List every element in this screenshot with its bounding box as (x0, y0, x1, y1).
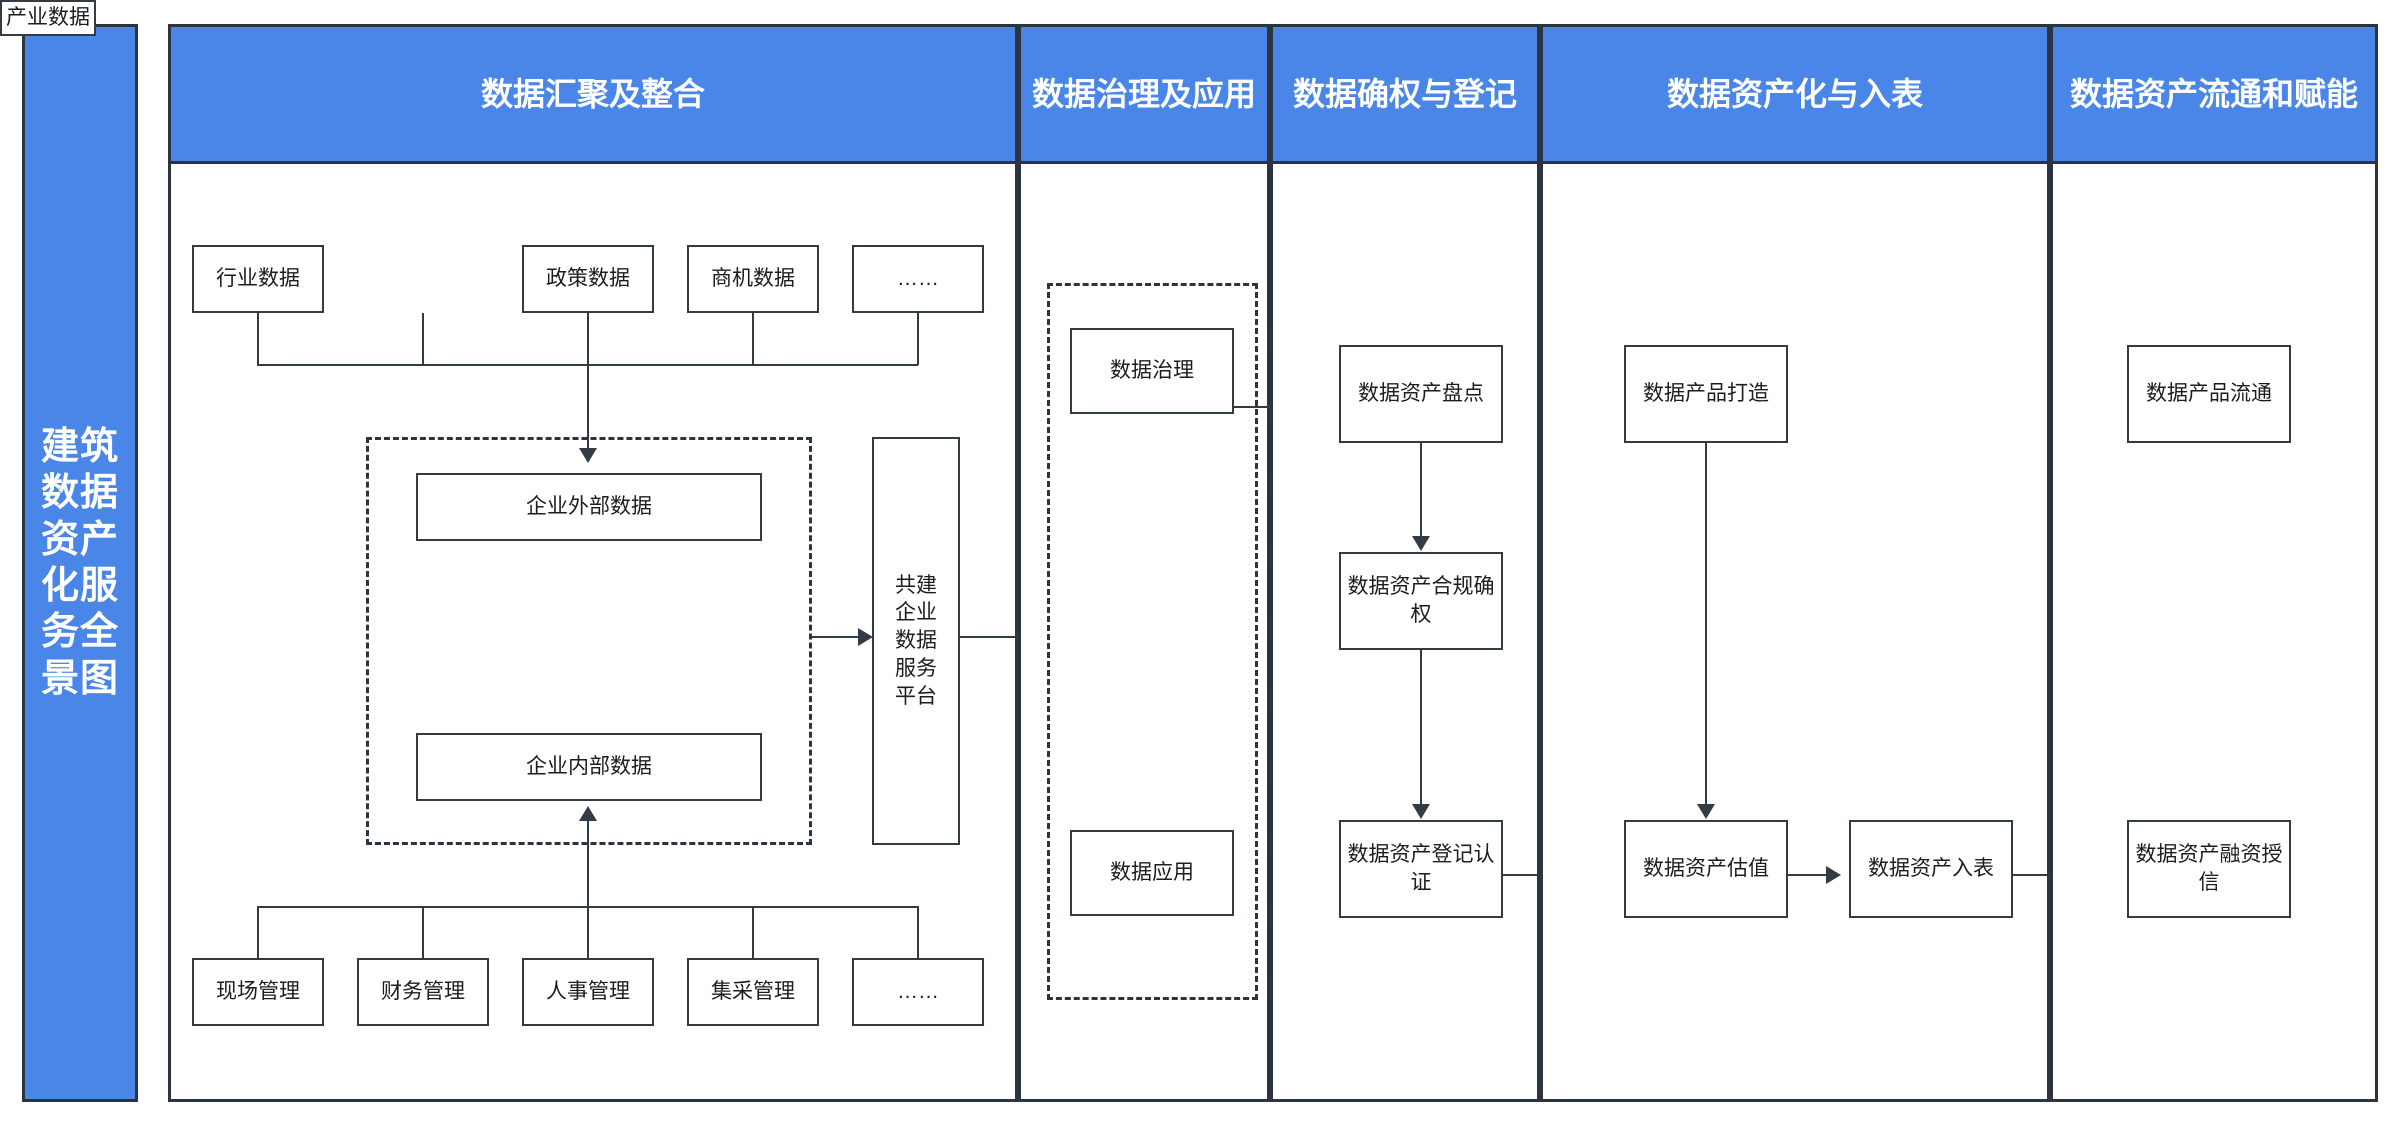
arrowhead-down (1697, 804, 1715, 819)
column-header-governance-label: 数据治理及应用 (1031, 75, 1256, 112)
connector-stub (257, 313, 259, 365)
node-label: 人事管理 (546, 980, 630, 1004)
node-data-governance[interactable]: 数据治理 (1070, 328, 1234, 414)
node-internal-more[interactable]: …… (852, 958, 984, 1026)
connector-stub (917, 906, 919, 958)
column-header-rights: 数据确权与登记 (1270, 24, 1540, 164)
node-finance-management[interactable]: 财务管理 (357, 958, 489, 1026)
node-label: 数据资产合规确权 (1347, 575, 1495, 626)
connector-to-external-group (587, 364, 589, 450)
connector-to-internal-group (587, 820, 589, 906)
connector-valuation-to-onbooks (1788, 874, 1834, 876)
connector-stub (587, 313, 589, 365)
node-label: …… (897, 267, 939, 291)
node-label: 政策数据 (546, 267, 630, 291)
node-label: 共建企业数据服务平台 (895, 573, 937, 708)
node-label: 数据产品打造 (1643, 382, 1769, 406)
node-label: 数据治理 (1110, 359, 1194, 383)
node-label: 数据资产入表 (1868, 857, 1994, 881)
column-header-assetization: 数据资产化与入表 (1540, 24, 2050, 164)
sidebar-title: 建筑数据资产化服务全景图 (40, 425, 119, 700)
column-header-circulation-label: 数据资产流通和赋能 (2069, 75, 2358, 112)
node-label: 数据产品流通 (2146, 382, 2272, 406)
node-industry-data[interactable]: 行业数据 (192, 245, 324, 313)
connector-stub (422, 313, 424, 365)
node-external-more[interactable]: …… (852, 245, 984, 313)
connector-group-to-platform (812, 636, 870, 638)
node-label: 集采管理 (711, 980, 795, 1004)
node-asset-inventory[interactable]: 数据资产盘点 (1339, 345, 1503, 443)
arrowhead-down (1412, 804, 1430, 819)
node-asset-financing[interactable]: 数据资产融资授信 (2127, 820, 2291, 918)
node-asset-onbooks[interactable]: 数据资产入表 (1849, 820, 2013, 918)
node-label: 行业数据 (216, 267, 300, 291)
node-policy-data[interactable]: 政策数据 (522, 245, 654, 313)
node-label: 企业内部数据 (526, 755, 652, 779)
column-header-aggregation-label: 数据汇聚及整合 (480, 75, 705, 112)
arrowhead-up (579, 806, 597, 821)
node-product-creation[interactable]: 数据产品打造 (1624, 345, 1788, 443)
node-product-circulation[interactable]: 数据产品流通 (2127, 345, 2291, 443)
node-label: 数据资产融资授信 (2135, 843, 2283, 894)
node-asset-valuation[interactable]: 数据资产估值 (1624, 820, 1788, 918)
connector-stub (257, 906, 259, 958)
node-asset-registration[interactable]: 数据资产登记认证 (1339, 820, 1503, 918)
node-hr-management[interactable]: 人事管理 (522, 958, 654, 1026)
node-label: 数据资产盘点 (1358, 382, 1484, 406)
connector-compliance-to-registration (1420, 650, 1422, 805)
node-label: 产业数据 (6, 6, 90, 29)
connector-creation-to-valuation (1705, 443, 1707, 805)
connector-platform-to-governance (960, 636, 1060, 638)
node-label: 数据资产估值 (1643, 857, 1769, 881)
connector-stub (587, 906, 589, 958)
connector-inventory-to-compliance (1420, 443, 1422, 537)
node-label: 企业外部数据 (526, 495, 652, 519)
column-body-assetization (1540, 164, 2050, 1102)
enterprise-data-group (366, 437, 812, 845)
node-opportunity-data[interactable]: 商机数据 (687, 245, 819, 313)
column-body-circulation (2050, 164, 2378, 1102)
node-procurement-management[interactable]: 集采管理 (687, 958, 819, 1026)
node-asset-compliance[interactable]: 数据资产合规确权 (1339, 552, 1503, 650)
node-label: 商机数据 (711, 267, 795, 291)
arrowhead-right (1826, 866, 1841, 884)
column-body-governance (1018, 164, 1270, 1102)
arrowhead-right (858, 628, 873, 646)
node-data-application[interactable]: 数据应用 (1070, 830, 1234, 916)
node-external-group[interactable]: 企业外部数据 (416, 473, 762, 541)
connector-stub (752, 313, 754, 365)
column-header-rights-label: 数据确权与登记 (1292, 75, 1517, 112)
node-internal-group[interactable]: 企业内部数据 (416, 733, 762, 801)
sidebar-panel: 建筑数据资产化服务全景图 (22, 24, 138, 1102)
node-label: 数据资产登记认证 (1347, 843, 1495, 894)
column-header-aggregation: 数据汇聚及整合 (168, 24, 1018, 164)
connector-stub (917, 313, 919, 365)
connector-stub (422, 906, 424, 958)
column-header-circulation: 数据资产流通和赋能 (2050, 24, 2378, 164)
node-label: …… (897, 980, 939, 1004)
node-platform[interactable]: 共建企业数据服务平台 (872, 437, 960, 845)
column-header-governance: 数据治理及应用 (1018, 24, 1270, 164)
node-label: 数据应用 (1110, 861, 1194, 885)
arrowhead-down (1412, 536, 1430, 551)
column-header-assetization-label: 数据资产化与入表 (1666, 75, 1923, 112)
connector-bus-bottom (257, 906, 918, 908)
node-label: 财务管理 (381, 980, 465, 1004)
arrowhead-down (579, 448, 597, 463)
node-sector-data[interactable]: 产业数据 (0, 0, 96, 36)
node-site-management[interactable]: 现场管理 (192, 958, 324, 1026)
governance-group (1047, 283, 1258, 1000)
connector-stub (752, 906, 754, 958)
node-label: 现场管理 (216, 980, 300, 1004)
